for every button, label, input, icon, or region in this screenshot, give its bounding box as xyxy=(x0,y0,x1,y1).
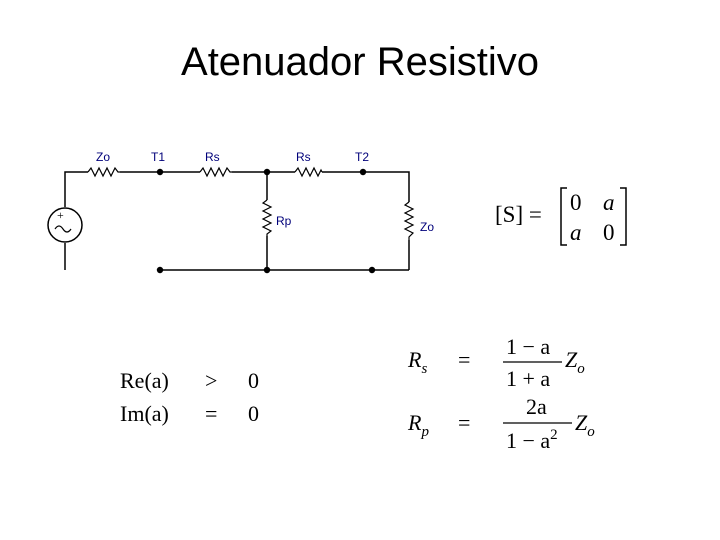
resistor-rs-left xyxy=(199,166,232,178)
matrix-m21: a xyxy=(570,220,582,245)
rp-equation: Rp = 2a 1 − a2 Zo xyxy=(407,394,595,453)
rp-factor: Zo xyxy=(575,410,595,440)
node-t2 xyxy=(359,168,367,176)
rp-lhs: Rp xyxy=(407,410,429,440)
condition-1-op: > xyxy=(205,368,217,393)
label-t2: T2 xyxy=(355,150,369,164)
condition-2-op: = xyxy=(205,401,217,426)
resistor-rs-right xyxy=(294,166,323,178)
label-rs-right: Rs xyxy=(296,150,311,164)
rp-equals: = xyxy=(458,410,470,435)
matrix-m11: 0 xyxy=(570,190,582,215)
node-t1 xyxy=(156,168,164,176)
label-zo-load: Zo xyxy=(420,220,434,234)
condition-1-rhs: 0 xyxy=(248,368,259,393)
node-ground-left xyxy=(156,266,164,274)
rp-numerator: 2a xyxy=(526,394,547,419)
s-matrix-equation: [S] = 0 a a 0 xyxy=(495,187,627,246)
node-ground-right xyxy=(368,266,376,274)
rs-equals: = xyxy=(458,347,470,372)
condition-2-lhs: Im(a) xyxy=(120,401,169,426)
label-zo-source: Zo xyxy=(96,150,110,164)
condition-2-rhs: 0 xyxy=(248,401,259,426)
node-rp-top xyxy=(263,168,271,176)
label-t1: T1 xyxy=(151,150,165,164)
rs-numerator: 1 − a xyxy=(506,334,550,359)
rs-factor: Zo xyxy=(565,347,585,377)
resistor-zo-load xyxy=(403,201,415,240)
s-matrix-lhs: [S] = xyxy=(495,202,542,227)
condition-1-lhs: Re(a) xyxy=(120,368,169,393)
label-rs-left: Rs xyxy=(205,150,220,164)
matrix-left-bracket xyxy=(560,187,567,246)
resistor-zo-source xyxy=(87,166,120,178)
rs-lhs: Rs xyxy=(407,347,427,377)
matrix-m22: 0 xyxy=(603,220,615,245)
node-rp-bottom xyxy=(263,266,271,274)
rs-denominator: 1 + a xyxy=(506,366,550,391)
wire-rs2-to-load xyxy=(322,171,410,202)
rs-equation: Rs = 1 − a 1 + a Zo xyxy=(407,334,585,391)
circuit-diagram: + Zo T1 Rs Rs T2 Rp Zo xyxy=(47,150,434,274)
ac-source-icon xyxy=(47,207,83,243)
conditions-block: Re(a) > 0 Im(a) = 0 xyxy=(120,368,259,426)
slide-title: Atenuador Resistivo xyxy=(181,40,539,84)
rp-denominator: 1 − a2 xyxy=(506,427,558,453)
label-rp: Rp xyxy=(276,214,292,228)
source-plus-sign: + xyxy=(57,208,64,222)
sine-wave-icon xyxy=(54,225,72,233)
matrix-right-bracket xyxy=(620,187,627,246)
resistor-rp xyxy=(261,199,273,236)
matrix-m12: a xyxy=(603,190,615,215)
wire-source-top xyxy=(64,171,88,207)
